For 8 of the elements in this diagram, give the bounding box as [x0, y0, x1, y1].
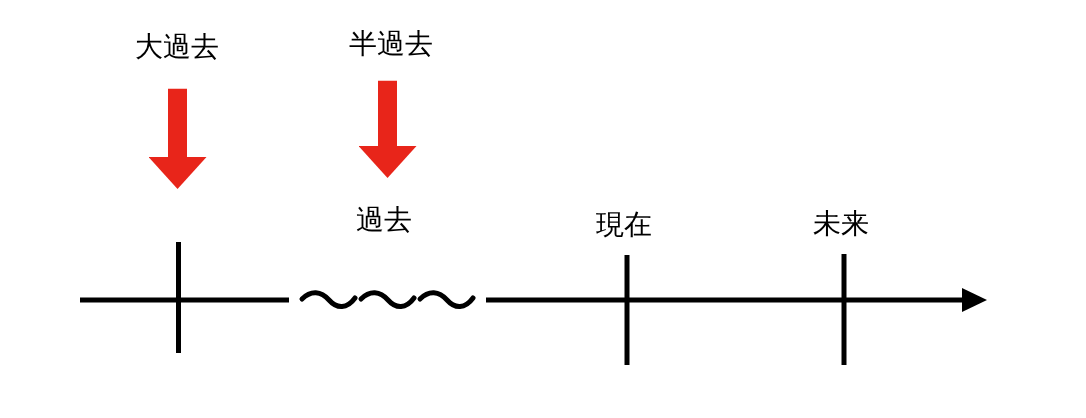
time-label: 半過去 [349, 29, 433, 60]
tick-mark [175, 242, 181, 353]
time-label: 大過去 [135, 32, 219, 63]
down-arrow [148, 88, 207, 189]
time-label: 未来 [813, 209, 869, 240]
time-label: 現在 [596, 210, 652, 241]
down-arrow [358, 80, 417, 178]
time-label: 過去 [356, 205, 412, 236]
